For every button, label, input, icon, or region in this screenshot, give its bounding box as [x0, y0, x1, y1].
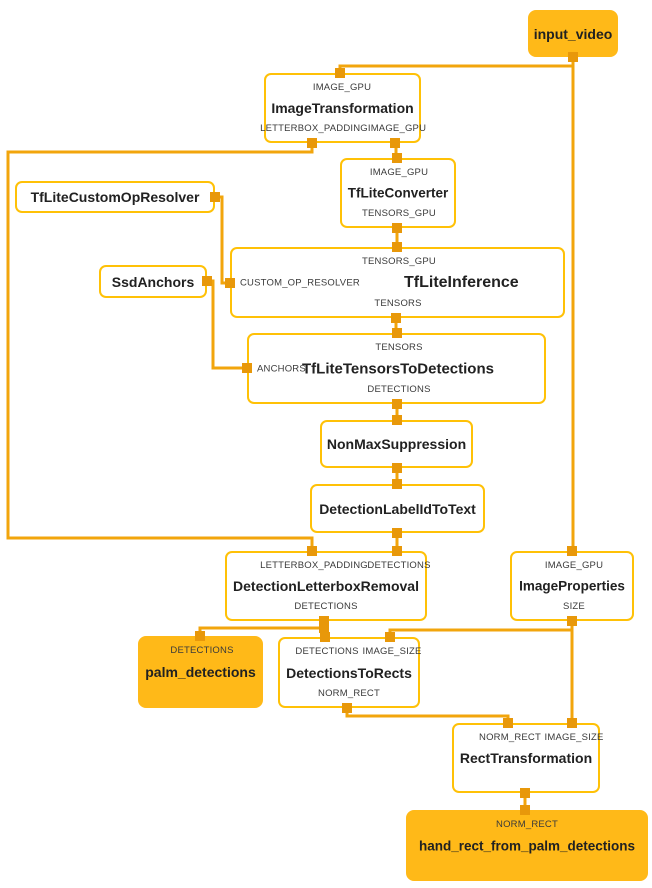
port-label-detections-in: DETECTIONS	[170, 645, 234, 656]
port-label-tensors-gpu-in: TENSORS_GPU	[362, 256, 436, 267]
port-label-detections-out: DETECTIONS	[294, 601, 358, 612]
port-label-image-gpu-out: IMAGE_GPU	[367, 123, 427, 134]
port-label-detections-out: DETECTIONS	[367, 384, 431, 395]
node-tflite-inference[interactable]: TENSORS_GPU CUSTOM_OP_RESOLVER TfLiteInf…	[230, 247, 565, 318]
node-title: DetectionLetterboxRemoval	[233, 578, 419, 594]
port-label-norm-rect-in: NORM_RECT	[496, 819, 558, 830]
node-title: TfLiteCustomOpResolver	[30, 189, 200, 205]
port-label-detections-in: DETECTIONS	[367, 560, 431, 571]
port-label-norm-rect-in: NORM_RECT	[479, 732, 541, 743]
node-detections-to-rects[interactable]: DETECTIONS IMAGE_SIZE DetectionsToRects …	[278, 637, 422, 708]
port-label-detections-in: DETECTIONS	[295, 646, 359, 657]
node-title: RectTransformation	[459, 750, 593, 766]
node-rect-transformation[interactable]: NORM_RECT IMAGE_SIZE RectTransformation	[452, 723, 604, 793]
edge-letterbox-padding	[6, 143, 314, 551]
node-tflite-tensors-to-detections[interactable]: TENSORS ANCHORS TfLiteTensorsToDetection…	[247, 333, 546, 404]
node-detection-label-id-to-text[interactable]: DetectionLabelIdToText	[310, 484, 485, 533]
edge-custom-op-resolver	[215, 195, 230, 285]
node-tflite-custom-op-resolver[interactable]: TfLiteCustomOpResolver	[15, 181, 215, 213]
edge-norm-rect	[345, 708, 510, 723]
node-detection-letterbox-removal[interactable]: LETTERBOX_PADDING DETECTIONS DetectionLe…	[225, 551, 431, 621]
node-non-max-suppression[interactable]: NonMaxSuppression	[320, 420, 473, 468]
node-title: DetectionLabelIdToText	[319, 500, 476, 517]
port-label-letterbox-padding-in: LETTERBOX_PADDING	[260, 560, 368, 571]
port-label-image-size-in: IMAGE_SIZE	[544, 732, 604, 743]
port-label-tensors-in: TENSORS	[375, 342, 423, 353]
node-title: TfLiteConverter	[347, 185, 449, 201]
port-label-anchors-in: ANCHORS	[257, 363, 306, 374]
node-title: TfLiteTensorsToDetections	[302, 360, 494, 377]
node-title: hand_rect_from_palm_detections	[418, 838, 636, 853]
port-label-size-out: SIZE	[563, 601, 585, 612]
node-title: TfLiteInference	[404, 273, 519, 291]
port-label-letterbox-padding-out: LETTERBOX_PADDING	[260, 123, 368, 134]
node-ssd-anchors[interactable]: SsdAnchors	[99, 265, 207, 298]
node-title: ImageTransformation	[271, 100, 414, 116]
port-label-tensors-out: TENSORS	[374, 298, 422, 309]
port-label-image-gpu-in: IMAGE_GPU	[369, 167, 429, 178]
edge-input-video-to-image-transformation	[338, 64, 573, 73]
node-palm-detections[interactable]: DETECTIONS palm_detections	[138, 636, 263, 708]
edge-detections-to-palm	[198, 626, 324, 636]
port-label-tensors-gpu-out: TENSORS_GPU	[362, 208, 436, 219]
node-title: SsdAnchors	[111, 273, 195, 290]
port-label-norm-rect-out: NORM_RECT	[318, 688, 380, 699]
port-label-image-size-in: IMAGE_SIZE	[362, 646, 422, 657]
node-tflite-converter[interactable]: IMAGE_GPU TfLiteConverter TENSORS_GPU	[340, 158, 456, 228]
node-title: palm_detections	[145, 664, 256, 680]
node-title: DetectionsToRects	[286, 664, 412, 681]
node-title: ImageProperties	[519, 578, 625, 594]
node-hand-rect-from-palm-detections[interactable]: NORM_RECT hand_rect_from_palm_detections	[406, 810, 648, 881]
node-image-properties[interactable]: IMAGE_GPU ImageProperties SIZE	[510, 551, 634, 621]
port-label-image-gpu-in: IMAGE_GPU	[312, 82, 372, 93]
node-title: NonMaxSuppression	[326, 436, 467, 452]
port-label-image-gpu-in: IMAGE_GPU	[544, 560, 604, 571]
port-label-custom-op-resolver-in: CUSTOM_OP_RESOLVER	[240, 277, 360, 288]
node-image-transformation[interactable]: IMAGE_GPU ImageTransformation LETTERBOX_…	[260, 73, 426, 143]
edge-size-to-image-size	[388, 628, 572, 637]
node-title: input_video	[533, 25, 613, 42]
node-input-video[interactable]: input_video	[528, 10, 618, 57]
